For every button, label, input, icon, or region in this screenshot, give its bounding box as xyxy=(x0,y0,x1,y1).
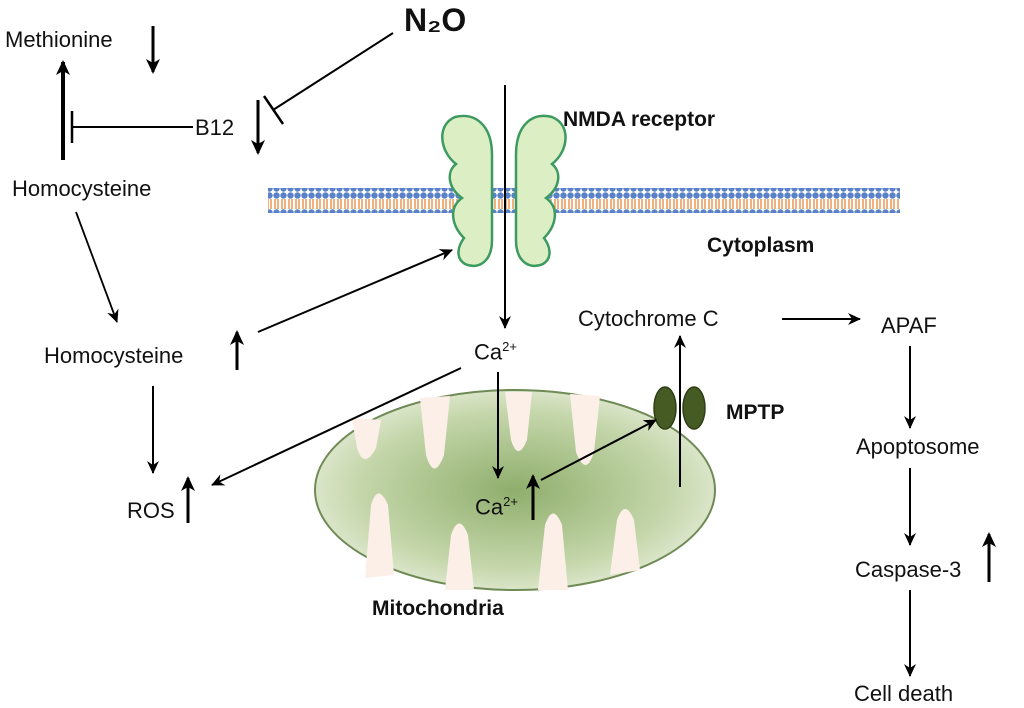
n2o-label: N₂O xyxy=(404,2,467,38)
mptp-pore-right xyxy=(682,386,706,430)
cell-membrane xyxy=(268,188,900,213)
cytochrome-c-label: Cytochrome C xyxy=(578,306,719,331)
methionine-label: Methionine xyxy=(5,27,113,52)
mptp-label: MPTP xyxy=(726,401,785,424)
homocysteine-to-homocysteine-arrow xyxy=(75,211,119,323)
inhibition-bar-icon xyxy=(262,95,285,125)
calcium-to-ros-arrow xyxy=(211,367,462,486)
apaf-label: APAF xyxy=(881,313,937,338)
nmda-receptor-left xyxy=(441,114,494,268)
cytoplasm-label: Cytoplasm xyxy=(707,234,815,257)
n2o-inhibits-b12-line xyxy=(272,32,394,111)
mptp-pore-left xyxy=(653,386,677,430)
mitochondria-label: Mitochondria xyxy=(372,597,504,620)
homocysteine-label-mid: Homocysteine xyxy=(44,343,184,368)
b12-label: B12 xyxy=(195,115,235,140)
calcium-label-inner: Ca2+ xyxy=(475,494,518,520)
apoptosome-label: Apoptosome xyxy=(856,434,980,459)
nmda-receptor-label: NMDA receptor xyxy=(563,108,716,131)
cell-death-label: Cell death xyxy=(854,681,954,706)
calcium-label-outer: Ca2+ xyxy=(474,339,517,365)
caspase-3-label: Caspase-3 xyxy=(855,557,962,582)
homocysteine-to-nmda-arrow xyxy=(257,249,453,333)
nmda-receptor-right xyxy=(514,114,567,268)
homocysteine-label-top: Homocysteine xyxy=(12,176,152,201)
mitochondrion xyxy=(314,389,716,591)
ros-label: ROS xyxy=(127,498,175,523)
calcium-to-mptp-arrow xyxy=(540,419,657,481)
